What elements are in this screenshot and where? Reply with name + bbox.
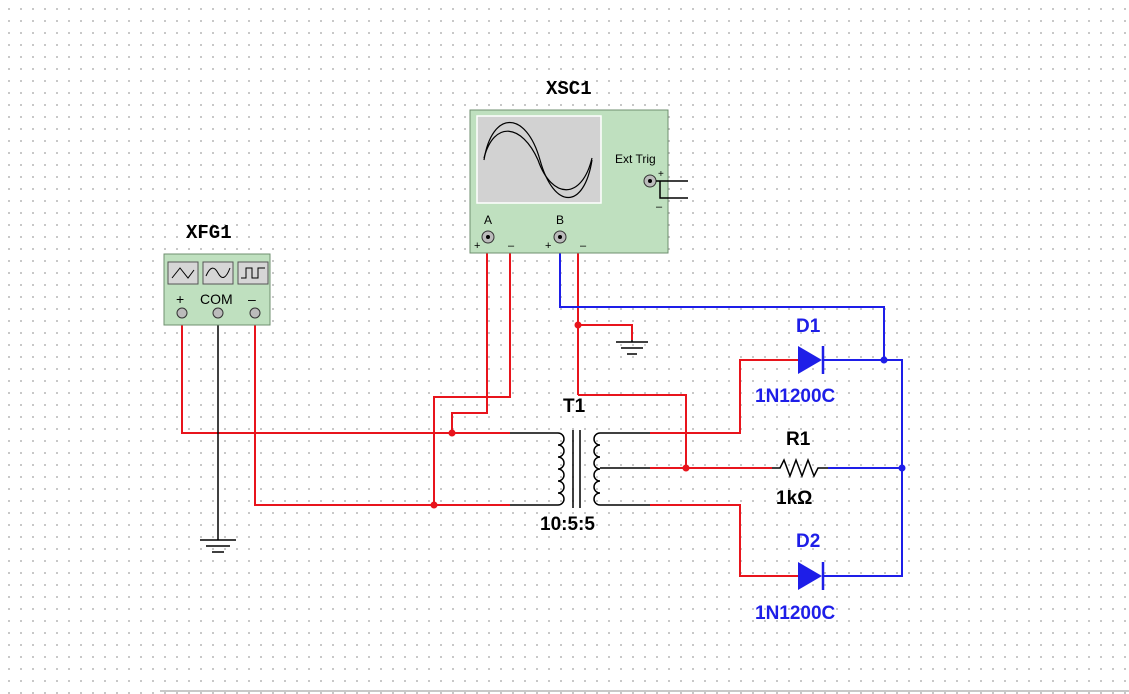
transformer-t1[interactable]: T1 10:5:5 — [510, 396, 650, 535]
fg-terminal-com-label: COM — [200, 291, 233, 307]
ground-fg[interactable] — [200, 314, 236, 553]
resistor-r1[interactable]: R1 1kΩ — [772, 429, 828, 509]
transformer-secondary-coil — [593, 432, 601, 506]
scope-trace-2 — [483, 130, 593, 191]
blue-wires — [559, 244, 903, 577]
channel-b-minus-label: – — [580, 240, 587, 252]
fg-terminal-minus-label: – — [248, 291, 256, 307]
resistor-ref-label: R1 — [786, 429, 811, 450]
junction-primary-top — [448, 429, 456, 437]
d2-model-label: 1N1200C — [755, 603, 836, 624]
fg-terminal-minus[interactable] — [249, 307, 261, 319]
transformer-primary-coil — [557, 432, 565, 506]
function-generator[interactable]: XFG1 + COM – — [163, 222, 271, 326]
wire-fg-plus[interactable] — [181, 314, 510, 434]
d1-model-label: 1N1200C — [755, 386, 836, 407]
fg-terminal-plus-label: + — [176, 291, 184, 307]
junction-r1-out — [898, 464, 906, 472]
junction-d1-out — [880, 356, 888, 364]
sine-wave-button[interactable] — [202, 261, 234, 285]
resistor-zigzag — [772, 457, 828, 479]
triangle-wave-button[interactable] — [167, 261, 199, 285]
transformer-ref-label: T1 — [563, 396, 586, 417]
channel-a-label: A — [484, 213, 492, 227]
channel-a-plus-label: + — [474, 240, 480, 252]
ext-trig-minus-lead — [659, 181, 688, 199]
scope-ref-label: XSC1 — [546, 78, 592, 100]
ext-trig-label: Ext Trig — [615, 152, 656, 166]
junction-primary-bottom — [430, 501, 438, 509]
sine-wave-icon — [205, 267, 231, 278]
d2-anode-triangle — [798, 562, 822, 590]
square-wave-button[interactable] — [237, 261, 269, 285]
diode-d2[interactable]: D2 1N1200C — [755, 531, 836, 624]
wire-scope-b-plus[interactable] — [559, 244, 885, 360]
oscilloscope[interactable]: XSC1 Ext Trig + – A B + – + – — [469, 78, 688, 254]
channel-b-label: B — [556, 213, 564, 227]
wire-scope-a-plus[interactable] — [451, 244, 488, 433]
ext-trig-plus-label: + — [658, 169, 664, 180]
d2-ref-label: D2 — [796, 531, 820, 552]
wire-sec-bot-d2[interactable] — [650, 504, 798, 577]
fg-terminal-com[interactable] — [212, 307, 224, 319]
fg-ref-label: XFG1 — [186, 222, 232, 244]
triangle-wave-icon — [171, 267, 195, 279]
square-wave-icon — [241, 267, 265, 279]
wire-to-ground[interactable] — [578, 324, 633, 340]
channel-b-plus-label: + — [545, 240, 551, 252]
junction-ground — [574, 321, 582, 329]
wire-scope-a-minus[interactable] — [433, 244, 511, 505]
scope-screen — [476, 115, 602, 204]
transformer-ratio-label: 10:5:5 — [540, 514, 595, 535]
junctions — [430, 321, 906, 509]
red-wires — [181, 244, 798, 577]
ground-scope[interactable] — [616, 340, 648, 355]
wire-sec-top-d1[interactable] — [650, 359, 798, 434]
resistor-value-label: 1kΩ — [776, 488, 812, 509]
wire-fg-minus[interactable] — [254, 314, 510, 506]
ext-trig-minus-label: – — [656, 201, 663, 213]
fg-terminal-plus[interactable] — [176, 307, 188, 319]
wire-t1-top-to-ct[interactable] — [578, 394, 687, 468]
d1-ref-label: D1 — [796, 316, 821, 337]
junction-center-tap — [682, 464, 690, 472]
diode-d1[interactable]: D1 1N1200C — [755, 316, 836, 407]
d1-anode-triangle — [798, 346, 822, 374]
channel-a-minus-label: – — [508, 240, 515, 252]
scope-trace-1 — [483, 121, 593, 199]
